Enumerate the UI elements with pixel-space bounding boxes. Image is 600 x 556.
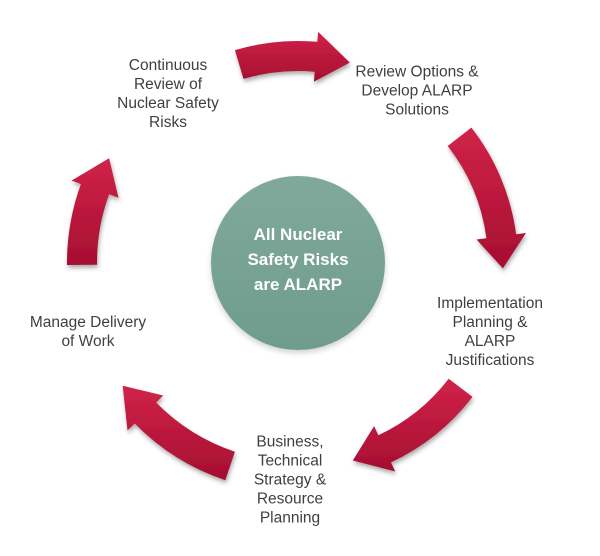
cycle-arrow-top-icon <box>234 31 350 82</box>
center-circle: All Nuclear Safety Risks are ALARP <box>211 176 385 350</box>
step-label-implementation-planning: Implementation Planning & ALARP Justific… <box>437 295 543 369</box>
step-label-business-strategy: Business, Technical Strategy & Resource … <box>253 433 327 527</box>
cycle-arrow-right-icon <box>447 127 526 269</box>
cycle-arrow-bottom-right-icon <box>352 378 473 472</box>
step-label-manage-delivery: Manage Delivery of Work <box>29 314 147 350</box>
cycle-arrow-bottom-left-icon <box>122 385 235 481</box>
step-label-review-options: Review Options & Develop ALARP Solutions <box>355 63 479 119</box>
center-circle-label: All Nuclear Safety Risks are ALARP <box>247 224 349 294</box>
cycle-arrow-left-icon <box>66 158 119 265</box>
step-label-continuous-review: Continuous Review of Nuclear Safety Risk… <box>117 57 219 131</box>
